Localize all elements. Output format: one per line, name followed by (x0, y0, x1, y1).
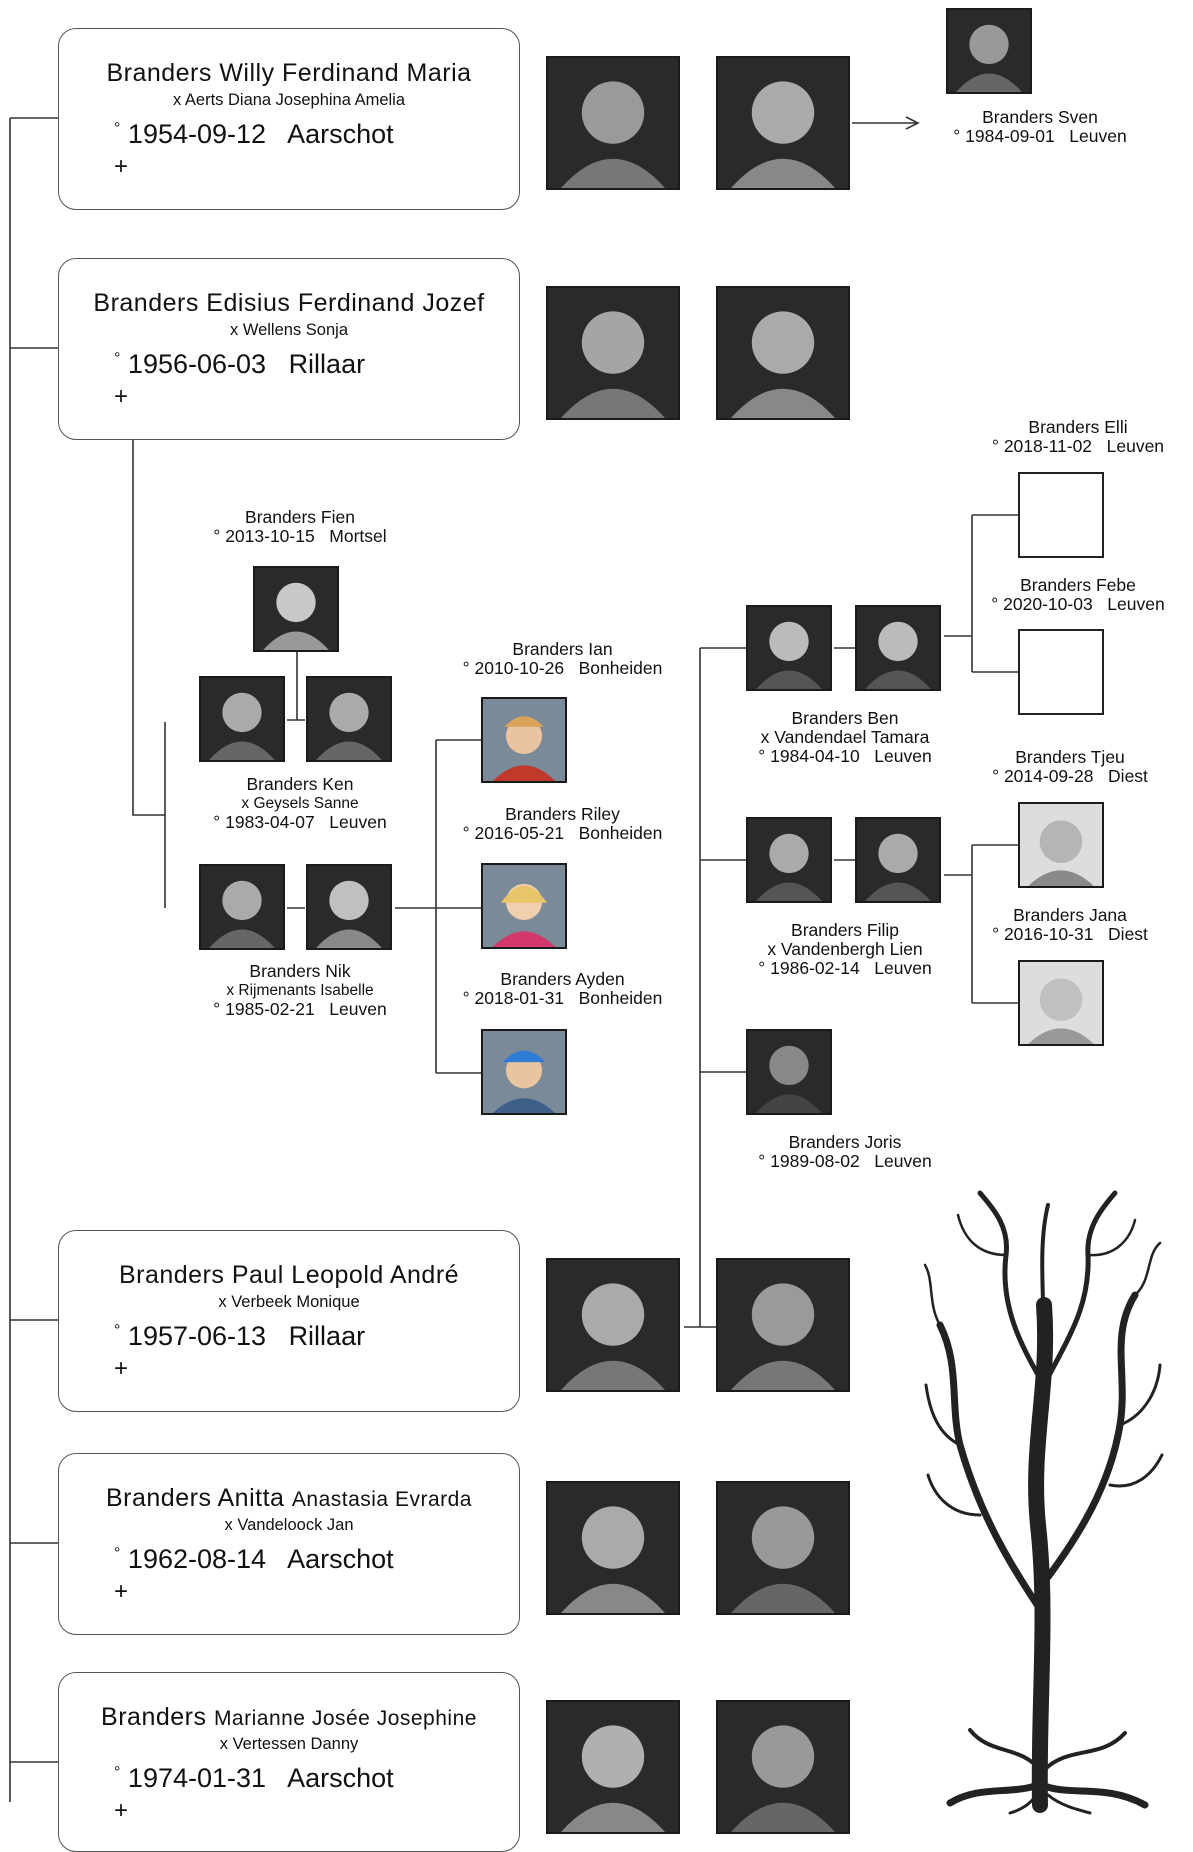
birth-line: ° 1957-06-13 Rillaar (114, 1321, 366, 1351)
person-card-willy[interactable]: Branders Willy Ferdinand Maria x Aerts D… (58, 28, 520, 210)
person-label-febe: Branders Febe° 2020-10-03 Leuven (991, 575, 1165, 614)
person-label-sven: Branders Sven° 1984-09-01 Leuven (953, 107, 1127, 146)
spouse-name: x Aerts Diana Josephina Amelia (172, 91, 406, 109)
portrait-photo (746, 817, 832, 903)
portrait-photo (481, 1029, 567, 1115)
person-name: Branders Paul Leopold André (118, 1261, 460, 1289)
portrait-photo (546, 1258, 680, 1392)
person-name: Branders Marianne Josée Josephine (101, 1703, 477, 1731)
photo-placeholder (1018, 629, 1104, 715)
person-card-marianne[interactable]: Branders Marianne Josée Josephine x Vert… (58, 1672, 520, 1852)
photo-placeholder (1018, 472, 1104, 558)
spouse-name: x Wellens Sonja (229, 321, 348, 339)
birth-line: ° 1962-08-14 Aarschot (114, 1544, 394, 1574)
portrait-photo (199, 864, 285, 950)
portrait-photo (199, 676, 285, 762)
birth-line: ° 1954-09-12 Aarschot (114, 119, 394, 149)
portrait-photo (716, 1700, 850, 1834)
death-marker: + (114, 1578, 129, 1605)
death-marker: + (114, 1797, 129, 1824)
person-label-ian: Branders Ian° 2010-10-26 Bonheiden (462, 639, 663, 678)
person-label-riley: Branders Riley° 2016-05-21 Bonheiden (462, 804, 663, 843)
portrait-photo (716, 56, 850, 190)
death-marker: + (114, 383, 129, 410)
person-label-fien: Branders Fien° 2013-10-15 Mortsel (213, 507, 387, 546)
person-label-jana: Branders Jana° 2016-10-31 Diest (992, 905, 1148, 944)
person-label-joris: Branders Joris° 1989-08-02 Leuven (758, 1132, 932, 1171)
portrait-photo (1018, 960, 1104, 1046)
death-marker: + (114, 1355, 129, 1382)
portrait-photo (716, 1481, 850, 1615)
portrait-photo (946, 8, 1032, 94)
person-name: Branders Willy Ferdinand Maria (106, 59, 472, 87)
portrait-photo (546, 1481, 680, 1615)
spouse-name: x Verbeek Monique (218, 1293, 360, 1311)
death-marker: + (114, 153, 129, 180)
person-name: Branders Edisius Ferdinand Jozef (93, 289, 485, 317)
person-card-anitta[interactable]: Branders Anitta Anastasia Evrarda x Vand… (58, 1453, 520, 1635)
portrait-photo (253, 566, 339, 652)
portrait-photo (481, 863, 567, 949)
portrait-photo (855, 817, 941, 903)
portrait-photo (716, 286, 850, 420)
tree-illustration-icon (923, 1190, 1164, 1815)
portrait-photo (746, 605, 832, 691)
portrait-photo (1018, 802, 1104, 888)
portrait-photo (746, 1029, 832, 1115)
portrait-photo (546, 286, 680, 420)
portrait-photo (716, 1258, 850, 1392)
birth-line: ° 1974-01-31 Aarschot (114, 1763, 394, 1793)
portrait-photo (546, 1700, 680, 1834)
portrait-photo (546, 56, 680, 190)
person-card-paul[interactable]: Branders Paul Leopold André x Verbeek Mo… (58, 1230, 520, 1412)
person-label-elli: Branders Elli° 2018-11-02 Leuven (991, 417, 1165, 456)
portrait-photo (306, 676, 392, 762)
portrait-photo (306, 864, 392, 950)
person-label-tjeu: Branders Tjeu° 2014-09-28 Diest (992, 747, 1148, 786)
portrait-photo (855, 605, 941, 691)
portrait-photo (481, 697, 567, 783)
spouse-name: x Vandeloock Jan (224, 1516, 354, 1534)
person-name: Branders Anitta Anastasia Evrarda (106, 1484, 472, 1512)
person-card-edisius[interactable]: Branders Edisius Ferdinand Jozef x Welle… (58, 258, 520, 440)
spouse-name: x Vertessen Danny (219, 1735, 359, 1753)
person-label-ayden: Branders Ayden° 2018-01-31 Bonheiden (462, 969, 663, 1008)
birth-line: ° 1956-06-03 Rillaar (114, 349, 366, 379)
